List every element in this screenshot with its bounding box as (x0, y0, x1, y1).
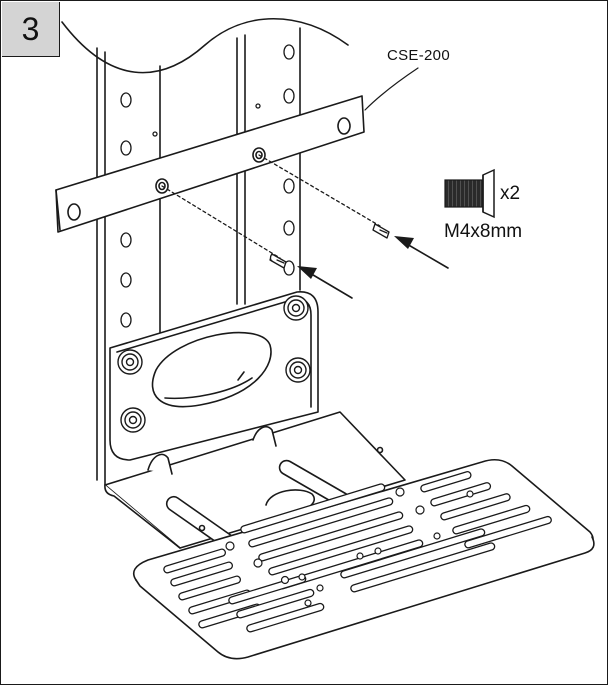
insert-arrows (302, 239, 449, 299)
part-label: CSE-200 (387, 47, 450, 64)
step-number: 3 (2, 2, 60, 57)
countersunk-screw-icon (444, 168, 495, 219)
screw-quantity: x2 (500, 183, 521, 204)
screw-size: M4x8mm (444, 221, 523, 242)
cse200-bar (55, 95, 365, 233)
screw-2 (372, 223, 390, 239)
screw-1 (269, 253, 287, 269)
alignment-lines (161, 154, 381, 259)
column-holes (120, 44, 295, 328)
mounting-plate (109, 291, 319, 461)
tray-holes (225, 487, 474, 607)
tray-slots (163, 471, 552, 633)
base-platform (104, 411, 406, 549)
plate-bolts (117, 295, 311, 433)
part-leader-line (364, 67, 419, 111)
